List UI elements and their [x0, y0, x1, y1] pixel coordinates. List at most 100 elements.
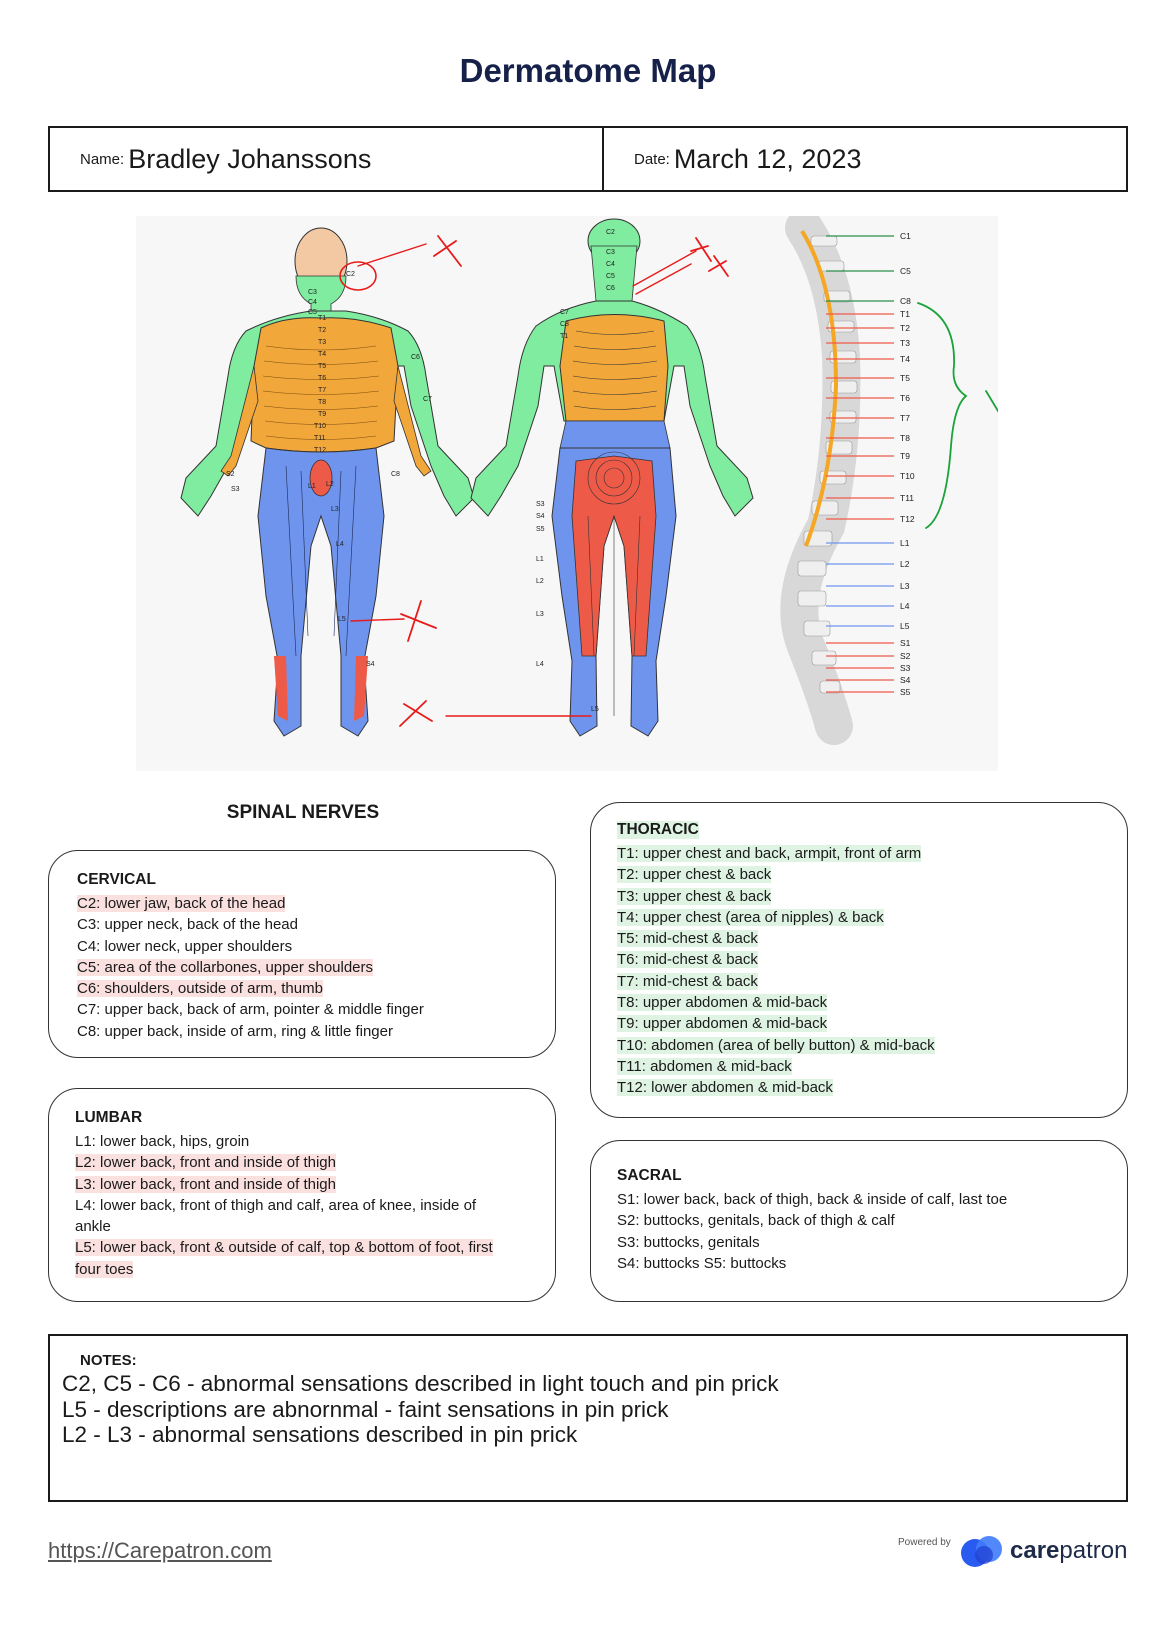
l5-item: L5: lower back, front & outside of calf,… — [75, 1237, 529, 1258]
back-label-c5: C5 — [606, 273, 615, 280]
spine-label-t10: T10 — [900, 471, 915, 481]
s3-text: S3: buttocks, genitals — [617, 1233, 760, 1251]
c7-text: C7: upper back, back of arm, pointer & m… — [77, 1001, 424, 1019]
t11-text: T11: abdomen & mid-back — [617, 1057, 792, 1075]
back-label-c2: C2 — [606, 229, 615, 236]
front-label-c3: C3 — [308, 289, 317, 296]
spine-label-c5: C5 — [900, 266, 911, 276]
date-label: Date: — [634, 150, 670, 168]
front-label-t8: T8 — [318, 399, 326, 406]
front-label-s2: S2 — [226, 471, 235, 478]
front-label-c2: C2 — [346, 271, 355, 278]
page-title: Dermatome Map — [459, 52, 717, 89]
l5-text-cont: four toes — [75, 1260, 134, 1278]
thoracic-heading: THORACIC — [617, 821, 699, 839]
back-label-l3: L3 — [536, 611, 544, 618]
t7-text: T7: mid-chest & back — [617, 972, 758, 990]
l4-item: L4: lower back, front of thigh and calf,… — [75, 1195, 529, 1216]
t1-item: T1: upper chest and back, armpit, front … — [617, 843, 1101, 864]
name-label: Name: — [80, 150, 125, 168]
front-label-l4: L4 — [336, 541, 344, 548]
t2-text: T2: upper chest & back — [617, 866, 772, 884]
date-cell: Date: March 12, 2023 — [604, 128, 1126, 190]
front-label-t2: T2 — [318, 327, 326, 334]
c2-arrow-mark — [357, 243, 427, 267]
front-label-l1: L1 — [308, 483, 316, 490]
cervical-card: CERVICAL C2: lower jaw, back of the head… — [48, 850, 556, 1058]
s4-s5-text: S4: buttocks S5: buttocks — [617, 1254, 787, 1272]
back-label-c3: C3 — [606, 249, 615, 256]
patient-info-box: Name: Bradley Johanssons Date: March 12,… — [48, 126, 1128, 192]
front-label-t3: T3 — [318, 339, 326, 346]
spine-label-c1: C1 — [900, 231, 911, 241]
notes-line-1: C2, C5 - C6 - abnormal sensations descri… — [62, 1371, 779, 1396]
front-label-t6: T6 — [318, 375, 326, 382]
front-label-c5: C5 — [308, 309, 317, 316]
s4-item: S4: buttocks S5: buttocks — [617, 1253, 1101, 1274]
t10-text: T10: abdomen (area of belly button) & mi… — [617, 1036, 935, 1054]
carepatron-link[interactable]: https://Carepatron.com — [48, 1538, 272, 1563]
c3-item: C3: upper neck, back of the head — [77, 914, 529, 935]
notes-heading: NOTES: — [80, 1352, 137, 1369]
spine-label-l5: L5 — [900, 621, 910, 631]
t4-item: T4: upper chest (area of nipples) & back — [617, 907, 1101, 928]
name-cell: Name: Bradley Johanssons — [50, 128, 604, 190]
t7-item: T7: mid-chest & back — [617, 971, 1101, 992]
t10-item: T10: abdomen (area of belly button) & mi… — [617, 1035, 1101, 1056]
t8-text: T8: upper abdomen & mid-back — [617, 994, 828, 1012]
notes-line-2: L5 - descriptions are abnornmal - faint … — [62, 1396, 669, 1422]
l2-item: L2: lower back, front and inside of thig… — [75, 1152, 529, 1173]
l5-x-mark — [400, 600, 437, 642]
t9-item: T9: upper abdomen & mid-back — [617, 1013, 1101, 1034]
c6-text: C6: shoulders, outside of arm, thumb — [77, 980, 323, 998]
carepatron-logo[interactable]: carepatron — [960, 1533, 1127, 1569]
spine-label-s5: S5 — [900, 687, 911, 697]
t5-text: T5: mid-chest & back — [617, 930, 758, 948]
spine-figure: C1C5C8T1T2T3T4T5T6T7T8T9T10T11T12L1L2L3L… — [780, 216, 915, 745]
back-c5-arrows — [632, 250, 697, 295]
patient-name[interactable]: Bradley Johanssons — [128, 143, 372, 174]
visit-date[interactable]: March 12, 2023 — [673, 143, 862, 174]
lumbar-heading: LUMBAR — [75, 1109, 143, 1126]
brand-bold: care — [1010, 1537, 1060, 1564]
c7-item: C7: upper back, back of arm, pointer & m… — [77, 999, 529, 1020]
spine-label-t7: T7 — [900, 413, 910, 423]
spine-label-s2: S2 — [900, 651, 911, 661]
spine-label-t12: T12 — [900, 514, 915, 524]
front-body-figure — [180, 227, 475, 737]
l5-item-cont: four toes — [75, 1259, 529, 1280]
front-label-l5: L5 — [338, 616, 346, 623]
back-label-c8: C8 — [560, 321, 569, 328]
t6-item: T6: mid-chest & back — [617, 949, 1101, 970]
spine-label-t4: T4 — [900, 354, 910, 364]
back-label-c4: C4 — [606, 261, 615, 268]
t5-item: T5: mid-chest & back — [617, 928, 1101, 949]
s1-text: S1: lower back, back of thigh, back & in… — [617, 1191, 1008, 1208]
spine-label-l1: L1 — [900, 538, 910, 548]
annotation-marks — [339, 235, 998, 727]
carepatron-wordmark: carepatron — [1010, 1537, 1127, 1565]
l3-text: L3: lower back, front and inside of thig… — [75, 1175, 336, 1193]
back-label-s5: S5 — [536, 526, 545, 533]
spinal-nerves-title: SPINAL NERVES — [226, 802, 380, 823]
sacral-card: SACRAL S1: lower back, back of thigh, ba… — [590, 1140, 1128, 1302]
front-label-t7: T7 — [318, 387, 326, 394]
spine-label-t8: T8 — [900, 433, 910, 443]
front-label-c8: C8 — [391, 471, 400, 478]
notes-box[interactable]: NOTES: C2, C5 - C6 - abnormal sensations… — [48, 1334, 1128, 1502]
front-label-c4: C4 — [308, 299, 317, 306]
l2-text: L2: lower back, front and inside of thig… — [75, 1154, 336, 1172]
front-label-c7: C7 — [423, 396, 432, 403]
l4-item-cont: ankle — [75, 1216, 529, 1237]
l4-text-cont: ankle — [75, 1218, 111, 1236]
c8-item: C8: upper back, inside of arm, ring & li… — [77, 1021, 529, 1042]
t3-item: T3: upper chest & back — [617, 886, 1101, 907]
back-body-figure — [470, 218, 754, 737]
front-label-t4: T4 — [318, 351, 326, 358]
spine-label-s1: S1 — [900, 638, 911, 648]
spine-label-s3: S3 — [900, 663, 911, 673]
carepatron-logo-icon — [961, 1536, 1002, 1567]
t3-text: T3: upper chest & back — [617, 887, 772, 905]
lumbar-card: LUMBAR L1: lower back, hips, groin L2: l… — [48, 1088, 556, 1302]
back-label-c7: C7 — [560, 309, 569, 316]
